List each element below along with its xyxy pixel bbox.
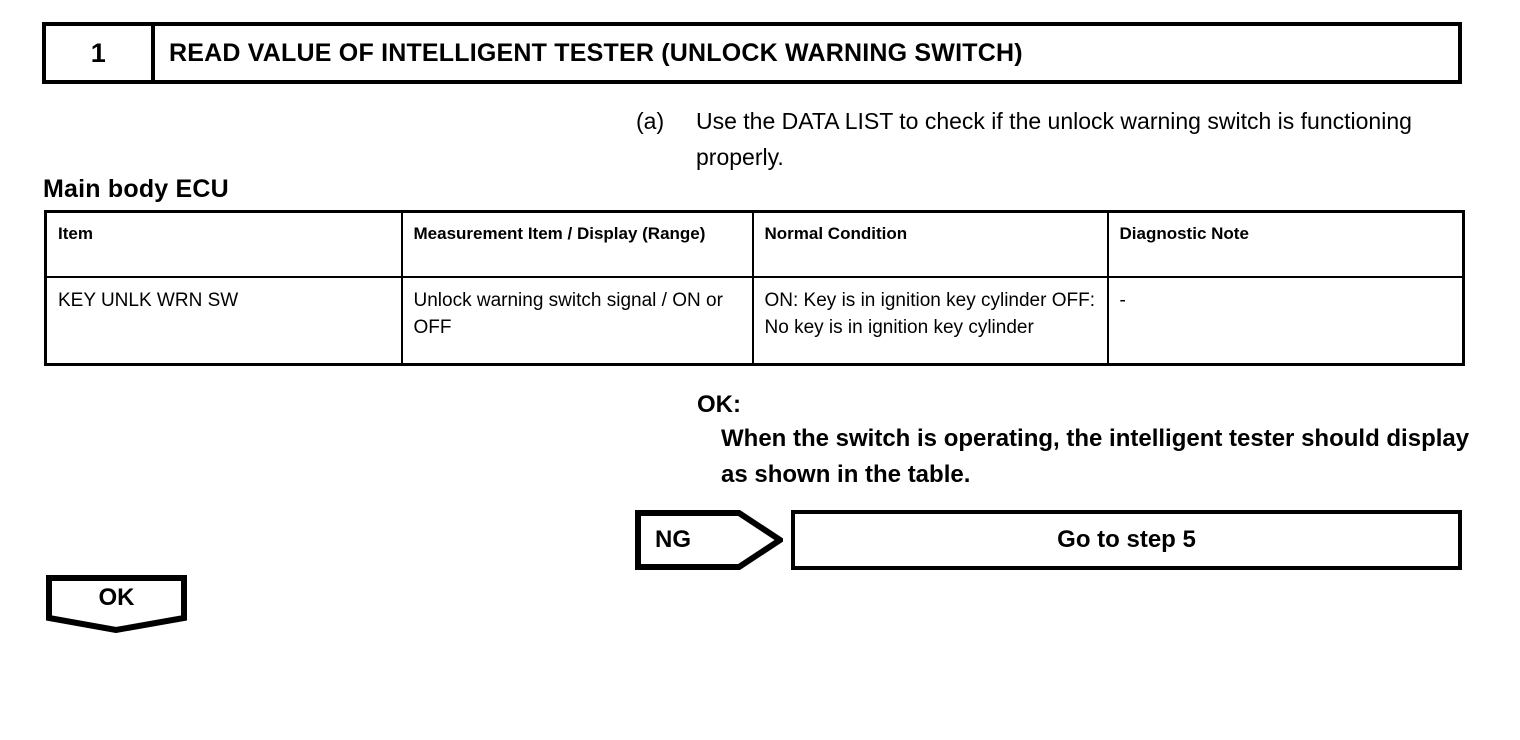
ok-result-label: OK: [697,391,741,418]
ok-result-block: OK: When the switch is operating, the in… [697,389,1477,493]
go-to-step-box[interactable]: Go to step 5 [791,510,1462,570]
table-row: KEY UNLK WRN SW Unlock warning switch si… [44,276,1465,366]
ng-branch-row: NG Go to step 5 [635,510,1462,570]
step-title: READ VALUE OF INTELLIGENT TESTER (UNLOCK… [169,38,1023,67]
cell-item: KEY UNLK WRN SW [44,276,403,366]
instruction-text: Use the DATA LIST to check if the unlock… [696,108,1412,170]
step-header: 1 READ VALUE OF INTELLIGENT TESTER (UNLO… [42,22,1462,84]
ok-arrow-icon [46,575,187,633]
cell-diagnostic-note: - [1106,276,1465,366]
ok-branch-label: OK [98,584,135,611]
ng-arrow-icon [635,510,783,570]
cell-normal-condition: ON: Key is in ignition key cylinder OFF:… [751,276,1109,366]
ok-result-text: When the switch is operating, the intell… [721,425,1470,488]
column-header-item: Item [44,210,403,278]
column-header-diagnostic-note: Diagnostic Note [1106,210,1465,278]
cell-measurement: Unlock warning switch signal / ON or OFF [400,276,754,366]
section-heading: Main body ECU [43,175,229,203]
instruction-marker: (a) [636,108,665,134]
ng-label: NG [655,526,691,553]
step-number: 1 [46,26,155,80]
data-list-table: Item Measurement Item / Display (Range) … [44,210,1465,366]
column-header-measurement: Measurement Item / Display (Range) [400,210,754,278]
instruction-block: (a) Use the DATA LIST to check if the un… [636,103,1476,175]
column-header-normal-condition: Normal Condition [751,210,1109,278]
table-header-row: Item Measurement Item / Display (Range) … [44,210,1465,278]
